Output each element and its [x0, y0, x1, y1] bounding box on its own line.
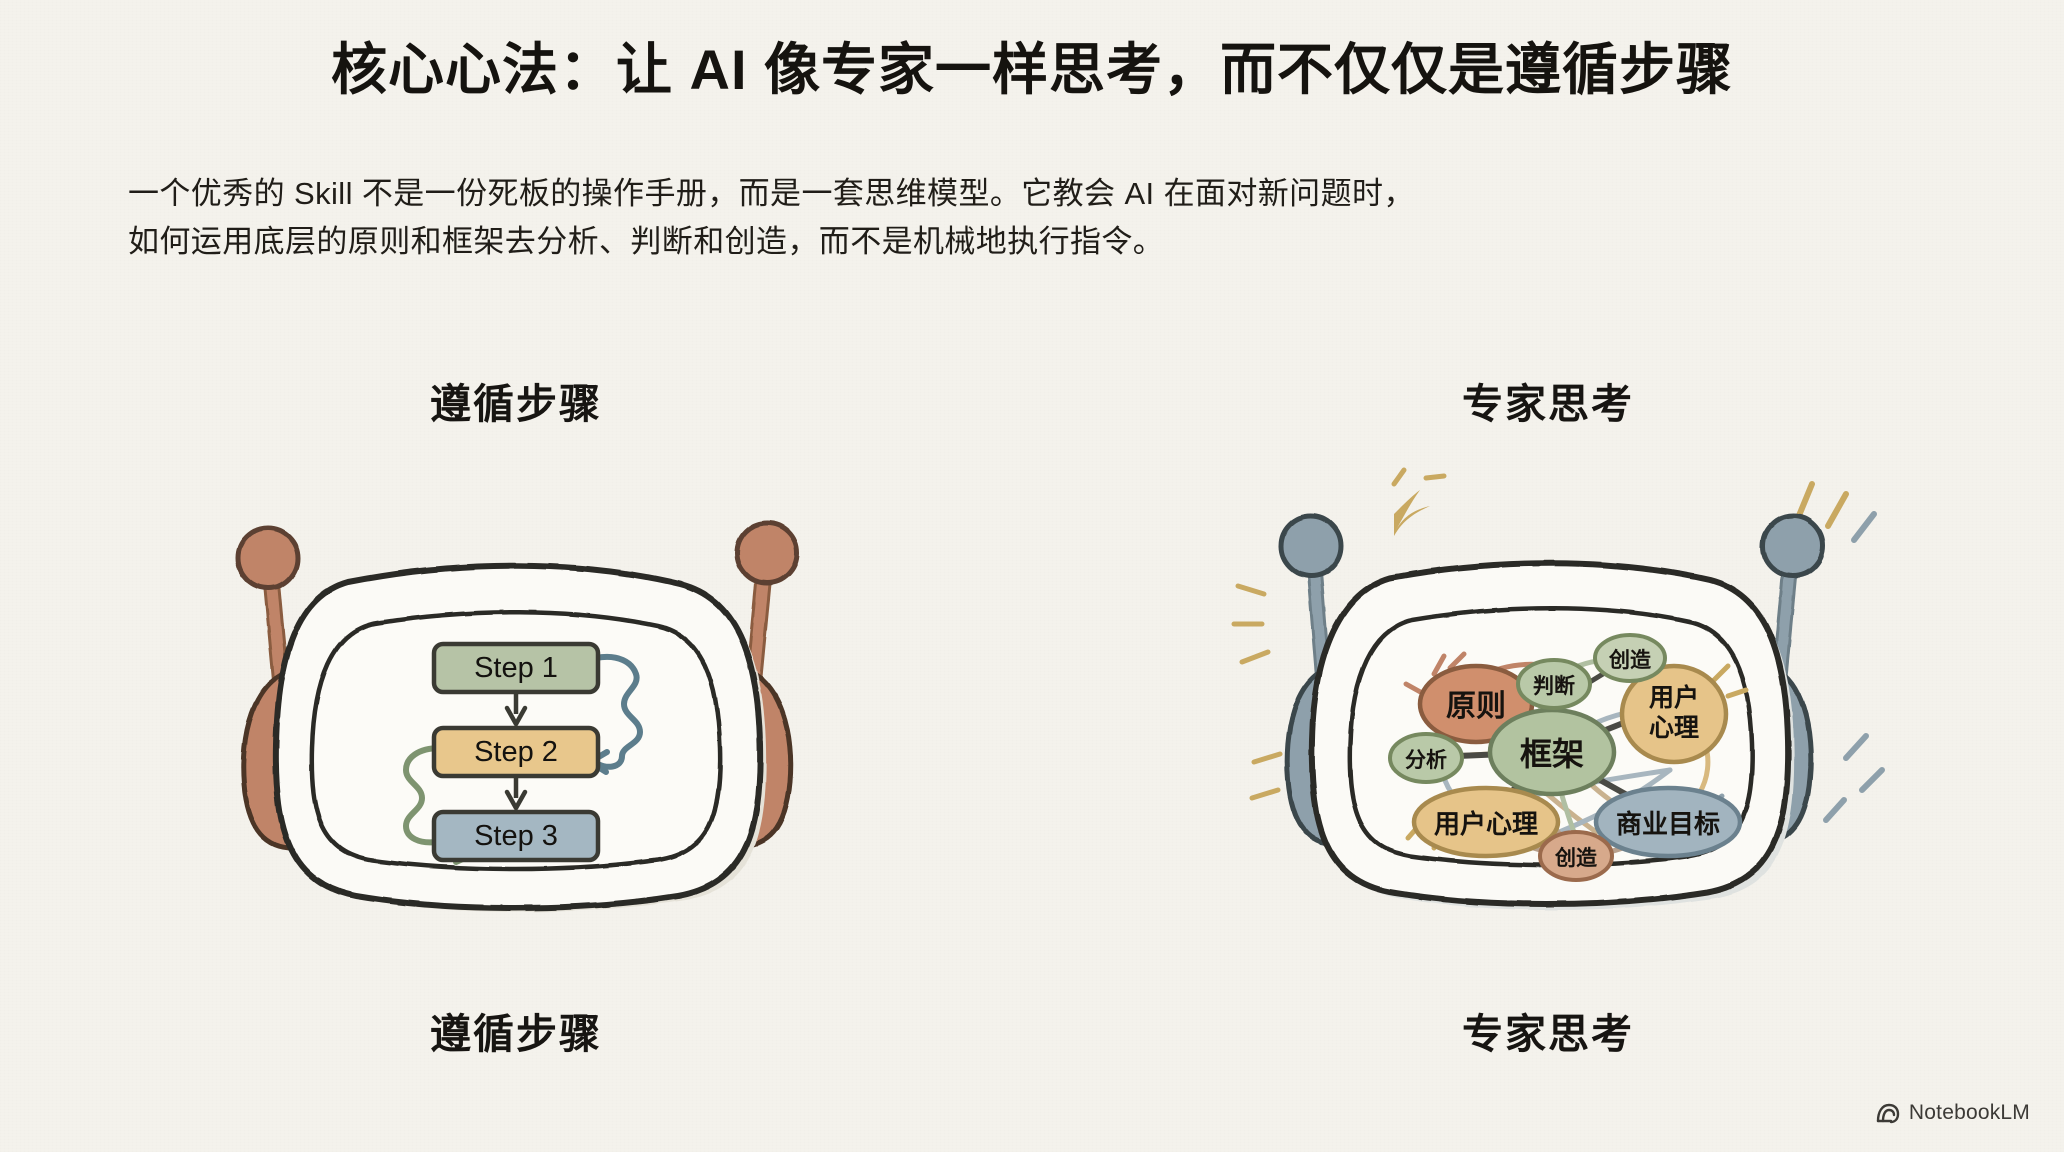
panel-follow-steps: 遵循步骤 [0, 340, 1032, 1080]
node-yonghuxinli-right-line2: 心理 [1649, 714, 1699, 742]
panel-right-caption: 专家思考 [1462, 1011, 1634, 1057]
panel-right-title: 专家思考 [1462, 381, 1634, 427]
robot-right-svg: 原则 框架 用户 心理 用户心理 商业目标 [1231, 467, 1885, 910]
node-fenxi[interactable]: 分析 [1388, 732, 1464, 784]
notebooklm-watermark: NotebookLM [1874, 1100, 2030, 1126]
node-panduan[interactable]: 判断 [1516, 658, 1592, 710]
page-title: 核心心法：让 AI 像专家一样思考，而不仅仅是遵循步骤 [330, 38, 1734, 101]
panel-left-title: 遵循步骤 [430, 381, 602, 427]
node-yonghuxinli-right[interactable]: 用户 心理 [1619, 663, 1729, 765]
node-chuangzao-bottom-label: 创造 [1554, 846, 1598, 870]
robot-left-svg: Step 1 Step 2 Step 3 [235, 520, 800, 912]
node-yuanze-label: 原则 [1446, 690, 1506, 723]
node-yonghuxinli-bottom[interactable]: 用户心理 [1411, 785, 1561, 859]
step-box-3[interactable]: Step 3 [431, 809, 601, 863]
step-box-2[interactable]: Step 2 [431, 725, 601, 779]
notebooklm-icon [1874, 1100, 1900, 1126]
sparkles [1231, 467, 1885, 823]
robot-illustration-right: 原则 框架 用户 心理 用户心理 商业目标 [1198, 418, 1898, 938]
node-fenxi-label: 分析 [1405, 748, 1447, 772]
subtitle-line-2: 如何运用底层的原则和框架去分析、判断和创造，而不是机械地执行指令。 [128, 224, 1165, 260]
node-kuangjia[interactable]: 框架 [1487, 707, 1617, 797]
subtitle-paragraph: 一个优秀的 Skill 不是一份死板的操作手册，而是一套思维模型。它教会 AI … [128, 170, 1948, 266]
subtitle-line-1: 一个优秀的 Skill 不是一份死板的操作手册，而是一套思维模型。它教会 AI … [128, 176, 1415, 211]
node-kuangjia-label: 框架 [1520, 736, 1584, 772]
step-box-2-label: Step 2 [474, 736, 558, 768]
step-box-1[interactable]: Step 1 [431, 641, 601, 695]
robot-illustration-left: Step 1 Step 2 Step 3 [166, 418, 866, 938]
notebooklm-label: NotebookLM [1908, 1101, 2030, 1124]
step-box-1-label: Step 1 [474, 652, 558, 684]
panel-expert-thinking: 专家思考 [1032, 340, 2064, 1080]
node-chuangzao-top[interactable]: 创造 [1593, 633, 1667, 683]
node-chuangzao-top-label: 创造 [1608, 648, 1652, 672]
node-yonghuxinli-bottom-label: 用户心理 [1434, 809, 1538, 839]
node-shangyemubiao[interactable]: 商业目标 [1593, 785, 1743, 859]
node-chuangzao-bottom[interactable]: 创造 [1538, 830, 1614, 882]
node-shangyemubiao-label: 商业目标 [1616, 809, 1720, 839]
panel-left-caption: 遵循步骤 [430, 1011, 602, 1057]
node-yonghuxinli-right-line1: 用户 [1649, 683, 1699, 712]
step-box-3-label: Step 3 [474, 820, 558, 852]
node-panduan-label: 判断 [1533, 674, 1575, 698]
